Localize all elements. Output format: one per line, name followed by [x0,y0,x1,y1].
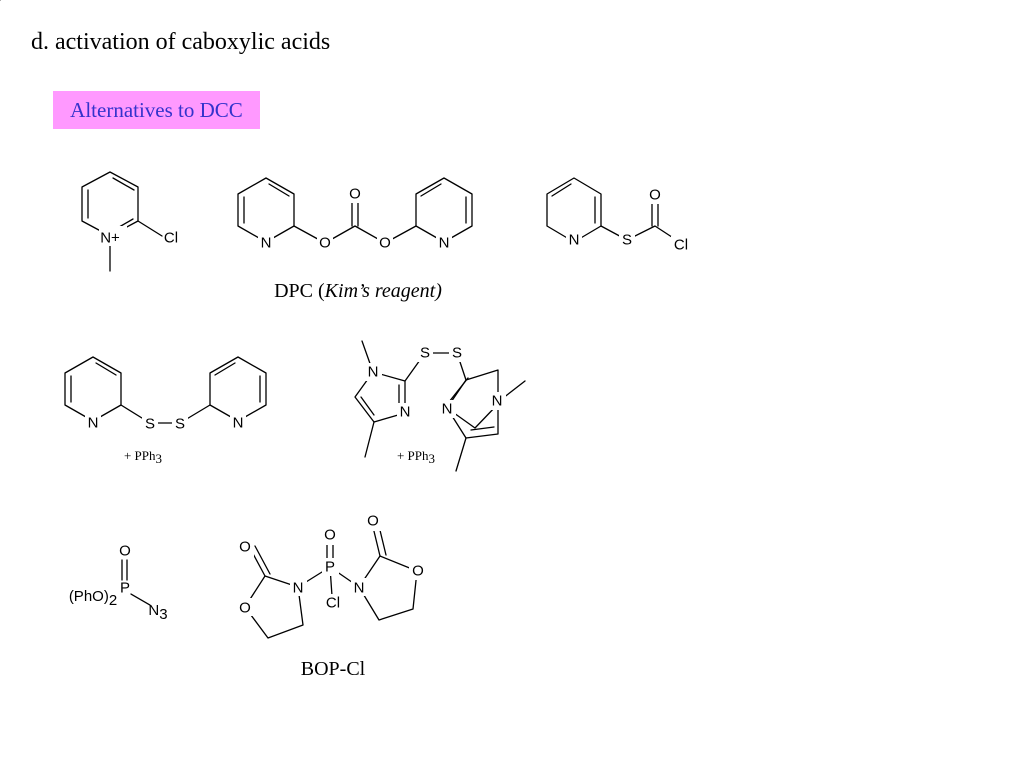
atom-n: N [354,580,365,597]
dpc-label: DPC (Kim’s reagent) [274,280,442,302]
atom-s: S [175,416,185,433]
atom-n: N [442,401,453,418]
dppa-structure: O P (PhO)2 N3 [69,543,168,623]
dipyridyl-disulfide-structure: N N S S + PPh3 [64,356,267,466]
imidazolyl-disulfide-structure: N N S S N N + PPh3 [0,0,526,472]
pph3-label: + PPh3 [397,448,435,466]
pyridyl-chlorothioformate-structure: N S O Cl [546,177,691,254]
pph3-label: + PPh3 [124,448,162,466]
atom-o: O [239,539,251,556]
atom-p: P [325,559,335,576]
diphenoxy-label: (PhO)2 [69,588,117,609]
dpc-structure: N N O O O DPC (Kim’s reagent) [237,177,473,302]
slide-title: d. activation of caboxylic acids [31,29,331,55]
atom-cl: Cl [674,237,688,254]
atom-cl: Cl [164,230,178,247]
chloromethylpyridinium-structure: N+ Cl [81,171,178,272]
bopcl-label: BOP-Cl [301,658,366,680]
atom-s: S [452,345,462,362]
atom-n: N [261,235,272,252]
atom-o: O [239,600,251,617]
atom-o: O [367,513,379,530]
atom-n: N [400,404,411,421]
atom-s: S [420,345,430,362]
atom-o: O [649,187,661,204]
atom-o: O [349,186,361,203]
atom-o: O [412,563,424,580]
atom-o: O [119,543,131,560]
atom-cl: Cl [326,595,340,612]
atom-n: N [233,415,244,432]
atom-s: S [622,232,632,249]
atom-o: O [324,527,336,544]
atom-n: N [88,415,99,432]
alternatives-callout: Alternatives to DCC [53,91,260,129]
atom-n: N [569,232,580,249]
atom-n: N [293,580,304,597]
atom-p: P [120,580,130,597]
atom-n: N+ [100,230,120,247]
atom-o: O [319,235,331,252]
atom-n: N [368,364,379,381]
atom-o: O [379,235,391,252]
atom-s: S [145,416,155,433]
bopcl-structure: N N O O O O O P Cl BOP-Cl [237,513,426,680]
atom-n: N [492,393,503,410]
azide-label: N3 [148,602,167,623]
atom-n: N [439,235,450,252]
